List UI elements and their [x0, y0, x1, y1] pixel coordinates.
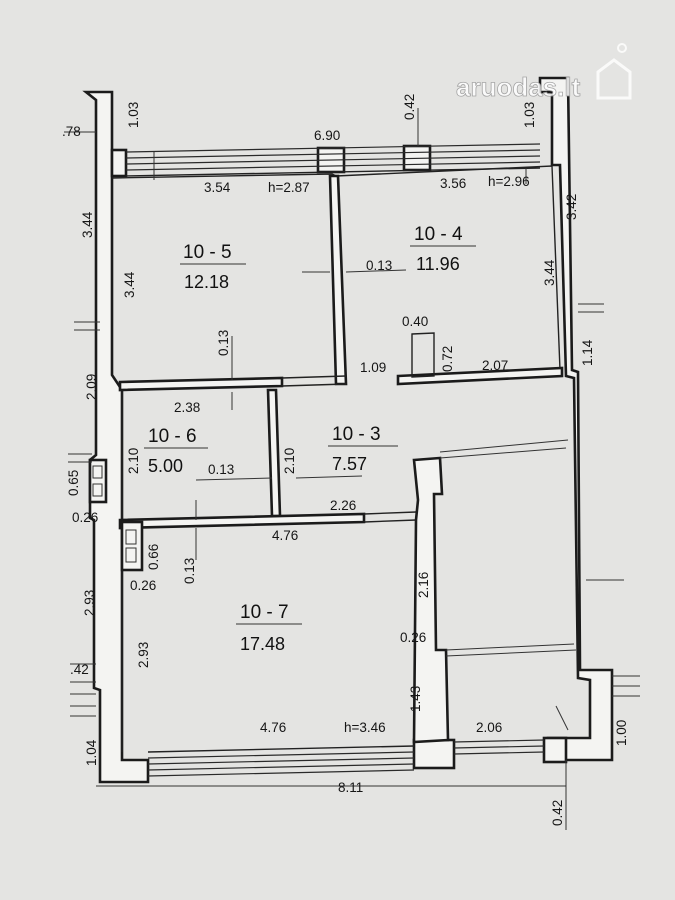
- dim-100: 1.00: [614, 720, 629, 746]
- dim-h-346: h=3.46: [344, 720, 386, 735]
- dim-293b: 2.93: [136, 642, 151, 668]
- dim-354: 3.54: [204, 180, 231, 195]
- dim-109: 1.09: [360, 360, 386, 375]
- bottom-right-block: [542, 736, 568, 764]
- wall-under-10-5: [118, 376, 284, 392]
- left-outer-wall: [82, 90, 150, 784]
- room-10-7-area: 17.48: [240, 634, 285, 654]
- dim-293a: 2.93: [82, 590, 97, 616]
- dim-143: 1.43: [408, 686, 423, 712]
- dim-040: 0.40: [402, 314, 428, 329]
- dim-344b: 3.44: [122, 271, 137, 298]
- dim-207: 2.07: [482, 358, 508, 373]
- dim-344a: 3.44: [80, 211, 95, 238]
- dim-476a: 4.76: [272, 528, 298, 543]
- dim-013d: 0.13: [182, 558, 197, 584]
- dim-h-287: h=2.87: [268, 180, 310, 195]
- bottom-window-band: [147, 739, 545, 777]
- dim-103a: 1.03: [126, 102, 141, 128]
- room-10-5-id: 10 - 5: [183, 242, 232, 263]
- dim-026a: 0.26: [72, 510, 98, 525]
- dim-811: 8.11: [338, 780, 363, 795]
- dim-103b: 1.03: [522, 102, 537, 128]
- dim-114: 1.14: [580, 339, 595, 366]
- dim-690: 6.90: [314, 128, 340, 143]
- room-10-3-area: 7.57: [332, 454, 367, 474]
- watermark-logo: aruodas.lt: [456, 43, 632, 102]
- watermark-text: aruodas.lt: [456, 72, 581, 102]
- room-10-5-area: 12.18: [184, 272, 229, 292]
- wall-under-10-6: [118, 512, 366, 530]
- dim-065: 0.65: [66, 470, 81, 496]
- wall-10-6-10-3: [266, 388, 282, 518]
- dim-342: 3.42: [564, 194, 579, 220]
- dim-210b: 2.10: [282, 448, 297, 474]
- dim-078: .78: [62, 124, 81, 139]
- dim-104: 1.04: [84, 739, 99, 766]
- dim-026c: 0.26: [400, 630, 426, 645]
- dim-344c: 3.44: [542, 259, 557, 286]
- dim-206: 2.06: [476, 720, 502, 735]
- dim-072: 0.72: [440, 346, 455, 372]
- dim-209: 2.09: [84, 374, 99, 400]
- room-10-4-id: 10 - 4: [414, 224, 463, 245]
- dim-013a: 0.13: [366, 258, 392, 273]
- right-outer-wall: [538, 76, 614, 762]
- room-10-6-id: 10 - 6: [148, 426, 197, 447]
- dim-356: 3.56: [440, 176, 466, 191]
- bottom-pier: [412, 738, 456, 770]
- dim-042b: .42: [70, 662, 89, 677]
- room-10-7-id: 10 - 7: [240, 602, 289, 623]
- dim-238: 2.38: [174, 400, 200, 415]
- room-labels: 10 - 5 12.18 10 - 4 11.96 10 - 6 5.00 10…: [144, 224, 476, 654]
- dim-066: 0.66: [146, 544, 161, 570]
- dim-026b: 0.26: [130, 578, 156, 593]
- dimension-labels: .78 6.90 3.54 h=2.87 3.56 h=2.96 0.13 0.…: [62, 94, 629, 826]
- extension-lines: [64, 108, 640, 830]
- room-10-4-area: 11.96: [416, 254, 460, 274]
- wall-10-5-10-4: [328, 174, 348, 386]
- dim-042c: 0.42: [550, 800, 565, 826]
- room-10-3-id: 10 - 3: [332, 424, 381, 445]
- dim-226: 2.26: [330, 498, 356, 513]
- dim-476b: 4.76: [260, 720, 286, 735]
- dim-210a: 2.10: [126, 448, 141, 474]
- dim-042a: 0.42: [402, 94, 417, 120]
- dim-h-296: h=2.96: [488, 174, 530, 189]
- dim-216: 2.16: [416, 572, 431, 598]
- niche: [411, 332, 435, 378]
- room-10-6-area: 5.00: [148, 456, 183, 476]
- interior-walls: [88, 165, 577, 752]
- top-left-block: [110, 148, 128, 178]
- dim-013c: 0.13: [208, 462, 234, 477]
- vent-shaft-lower: [120, 520, 144, 572]
- dim-013b: 0.13: [216, 330, 231, 356]
- wall-under-10-4: [396, 366, 564, 386]
